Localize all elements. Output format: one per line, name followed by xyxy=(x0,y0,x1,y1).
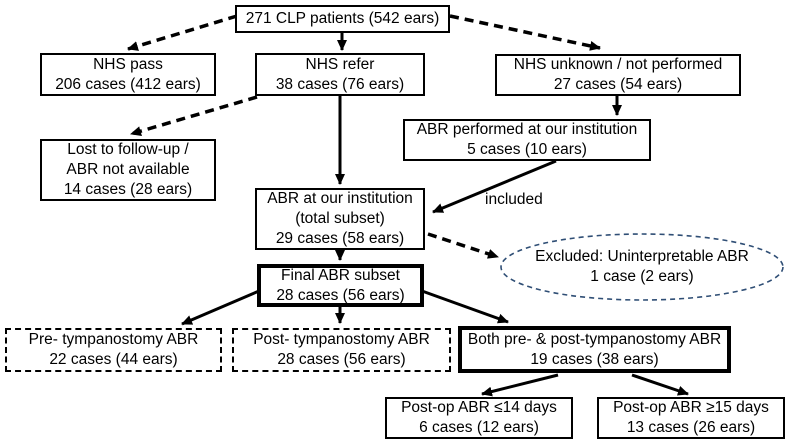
excluded-ellipse-text: Excluded: Uninterpretable ABR 1 case (2 … xyxy=(505,240,779,294)
box-abr-institution-line2: (total subset) xyxy=(295,210,385,227)
box-post-tympanostomy: Post- tympanostomy ABR 28 cases (56 ears… xyxy=(232,328,451,372)
box-lost-followup-line2: ABR not available xyxy=(66,161,190,178)
box-nhs-refer: NHS refer 38 cases (76 ears) xyxy=(255,53,425,96)
box-postop-ge15-line2: 13 cases (26 ears) xyxy=(626,419,756,436)
arrow-both-to-ge15 xyxy=(631,373,689,396)
box-nhs-pass-line2: 206 cases (412 ears) xyxy=(55,75,201,93)
box-postop-le14: Post-op ABR ≤14 days 6 cases (12 ears) xyxy=(385,397,573,439)
box-lost-followup-line1: Lost to follow-up / xyxy=(67,141,189,158)
box-pre-tympanostomy-line1: Pre- tympanostomy ABR xyxy=(28,331,199,348)
box-nhs-pass: NHS pass 206 cases (412 ears) xyxy=(40,53,216,96)
arrow-final-to-pre xyxy=(181,289,260,326)
arrow-institution-to-excluded xyxy=(427,232,499,259)
arrow-refer-to-lost-followup xyxy=(130,95,258,136)
box-both-tympanostomy-line2: 19 cases (38 ears) xyxy=(530,350,659,368)
box-both-tympanostomy-line1: Both pre- & post-tympanostomy ABR xyxy=(467,330,722,348)
box-abr-performed-line2: 5 cases (10 ears) xyxy=(467,141,587,158)
box-clp-patients: 271 CLP patients (542 ears) xyxy=(235,5,450,33)
box-postop-ge15-line1: Post-op ABR ≥15 days xyxy=(613,399,769,416)
box-postop-ge15: Post-op ABR ≥15 days 13 cases (26 ears) xyxy=(597,397,785,439)
excluded-ellipse xyxy=(500,233,784,301)
box-final-abr-line1: Final ABR subset xyxy=(281,266,400,284)
box-post-tympanostomy-line2: 28 cases (56 ears) xyxy=(277,351,406,368)
box-post-tympanostomy-line1: Post- tympanostomy ABR xyxy=(253,331,430,348)
box-abr-performed: ABR performed at our institution 5 cases… xyxy=(403,119,651,161)
included-label: included xyxy=(485,191,543,208)
box-nhs-refer-line2: 38 cases (76 ears) xyxy=(275,75,405,93)
box-lost-followup: Lost to follow-up / ABR not available 14… xyxy=(40,139,216,201)
arrow-both-to-le14 xyxy=(481,373,559,397)
box-nhs-unknown-line2: 27 cases (54 ears) xyxy=(553,76,683,93)
box-nhs-unknown: NHS unknown / not performed 27 cases (54… xyxy=(495,54,741,96)
box-nhs-refer-line1: NHS refer xyxy=(305,55,375,73)
box-pre-tympanostomy: Pre- tympanostomy ABR 22 cases (44 ears) xyxy=(5,328,222,372)
box-postop-le14-line2: 6 cases (12 ears) xyxy=(419,419,539,436)
box-abr-institution-line3: 29 cases (58 ears) xyxy=(275,230,405,247)
arrow-abr-performed-to-institution xyxy=(432,159,557,214)
box-final-abr: Final ABR subset 28 cases (56 ears) xyxy=(257,264,424,307)
box-lost-followup-line3: 14 cases (28 ears) xyxy=(63,181,193,198)
box-clp-patients-line1: 271 CLP patients (542 ears) xyxy=(245,10,440,27)
arrow-top-to-nhs-unknown xyxy=(449,14,601,51)
excluded-line2: 1 case (2 ears) xyxy=(590,268,694,285)
box-postop-le14-line1: Post-op ABR ≤14 days xyxy=(401,399,557,416)
box-final-abr-line2: 28 cases (56 ears) xyxy=(276,286,405,304)
arrow-final-to-both xyxy=(421,289,509,324)
box-pre-tympanostomy-line2: 22 cases (44 ears) xyxy=(49,351,178,368)
box-abr-performed-line1: ABR performed at our institution xyxy=(416,121,638,138)
box-abr-institution: ABR at our institution (total subset) 29… xyxy=(255,188,425,250)
box-nhs-unknown-line1: NHS unknown / not performed xyxy=(513,56,723,73)
box-both-tympanostomy: Both pre- & post-tympanostomy ABR 19 cas… xyxy=(458,326,731,373)
box-abr-institution-line1: ABR at our institution xyxy=(267,190,413,207)
excluded-line1: Excluded: Uninterpretable ABR xyxy=(535,248,749,265)
arrow-top-to-nhs-pass xyxy=(127,14,238,51)
box-nhs-pass-line1: NHS pass xyxy=(93,55,163,73)
